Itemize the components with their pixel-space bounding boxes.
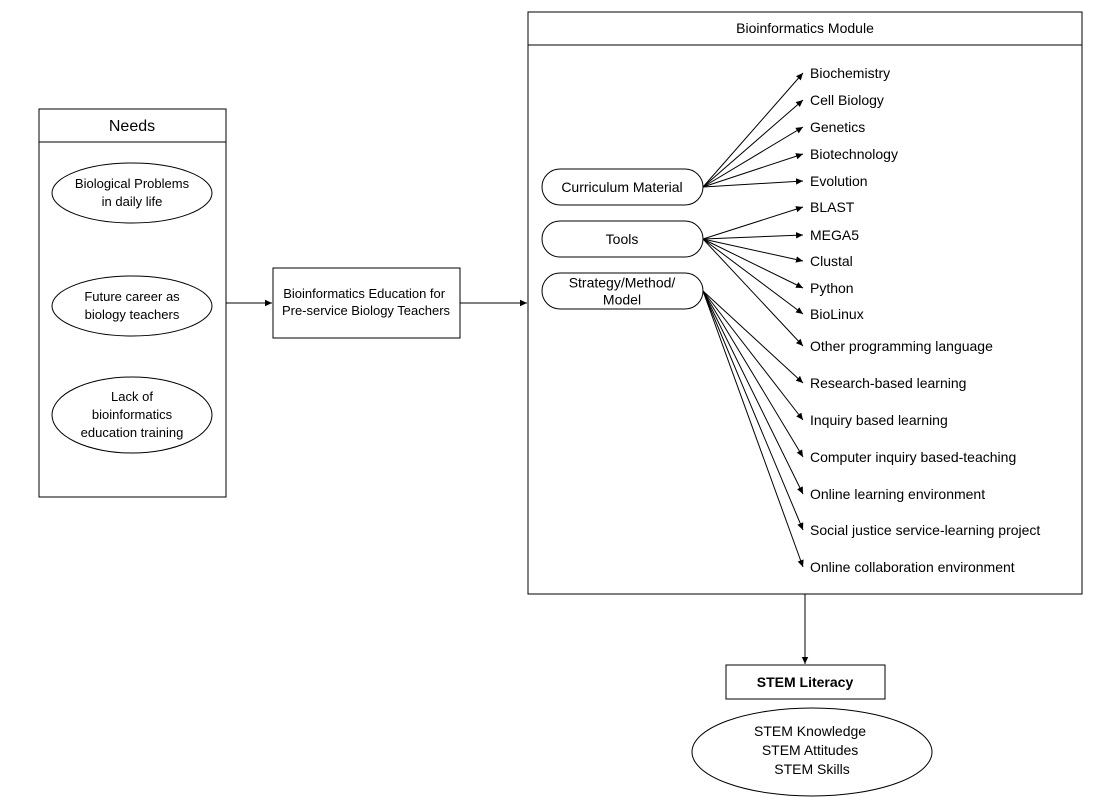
module-panel: Bioinformatics Module Curriculum Materia… bbox=[527, 11, 1083, 595]
stem-literacy-title: STEM Literacy bbox=[757, 674, 854, 690]
item-arrow bbox=[702, 290, 804, 495]
item-evolution: Evolution bbox=[810, 173, 868, 189]
item-arrow bbox=[702, 178, 804, 188]
item-arrow bbox=[702, 99, 804, 188]
category-strategy-method-model: Strategy/Method/Model bbox=[541, 272, 704, 310]
item-other-programming-language: Other programming language bbox=[810, 338, 993, 354]
item-arrow bbox=[702, 290, 804, 531]
item-blast: BLAST bbox=[810, 199, 855, 215]
item-arrow bbox=[702, 238, 804, 347]
item-arrow bbox=[702, 153, 804, 188]
item-arrow bbox=[702, 290, 804, 568]
item-biochemistry: Biochemistry bbox=[810, 65, 890, 81]
item-python: Python bbox=[810, 280, 854, 296]
item-arrow bbox=[702, 232, 804, 240]
category-label: Curriculum Material bbox=[561, 179, 682, 195]
item-arrow bbox=[702, 290, 804, 421]
category-label: Tools bbox=[606, 231, 639, 247]
item-arrow bbox=[702, 290, 804, 384]
item-online-learning-environment: Online learning environment bbox=[810, 486, 985, 502]
item-inquiry-based-learning: Inquiry based learning bbox=[810, 412, 948, 428]
item-arrow bbox=[702, 126, 804, 188]
item-computer-inquiry-based-teaching: Computer inquiry based-teaching bbox=[810, 449, 1016, 465]
item-research-based-learning: Research-based learning bbox=[810, 375, 966, 391]
item-arrow bbox=[702, 238, 804, 315]
stem-literacy-box: STEM Literacy bbox=[725, 664, 886, 700]
item-genetics: Genetics bbox=[810, 119, 865, 135]
item-arrow bbox=[702, 290, 804, 458]
category-tools: Tools bbox=[541, 220, 704, 258]
education-box: Bioinformatics Education for Pre-service… bbox=[272, 267, 461, 339]
item-biotechnology: Biotechnology bbox=[810, 146, 898, 162]
item-mega5: MEGA5 bbox=[810, 227, 859, 243]
needs-title: Needs bbox=[109, 118, 155, 135]
item-social-justice-service-learning-project: Social justice service-learning project bbox=[810, 522, 1040, 538]
item-biolinux: BioLinux bbox=[810, 306, 864, 322]
item-online-collaboration-environment: Online collaboration environment bbox=[810, 559, 1015, 575]
education-box-text: Bioinformatics Education for Pre-service… bbox=[282, 286, 451, 318]
module-title: Bioinformatics Module bbox=[736, 20, 874, 36]
item-arrow bbox=[702, 238, 804, 263]
item-cell-biology: Cell Biology bbox=[810, 92, 884, 108]
category-curriculum-material: Curriculum Material bbox=[541, 168, 704, 206]
item-clustal: Clustal bbox=[810, 253, 853, 269]
category-label: Strategy/Method/Model bbox=[569, 275, 676, 308]
item-arrow bbox=[702, 238, 804, 289]
stem-outcomes-ellipse: STEM Knowledge STEM Attitudes STEM Skill… bbox=[691, 707, 933, 797]
stem-outcomes-text: STEM Knowledge STEM Attitudes STEM Skill… bbox=[754, 723, 870, 777]
item-arrow bbox=[702, 72, 804, 188]
item-arrow bbox=[702, 206, 804, 240]
